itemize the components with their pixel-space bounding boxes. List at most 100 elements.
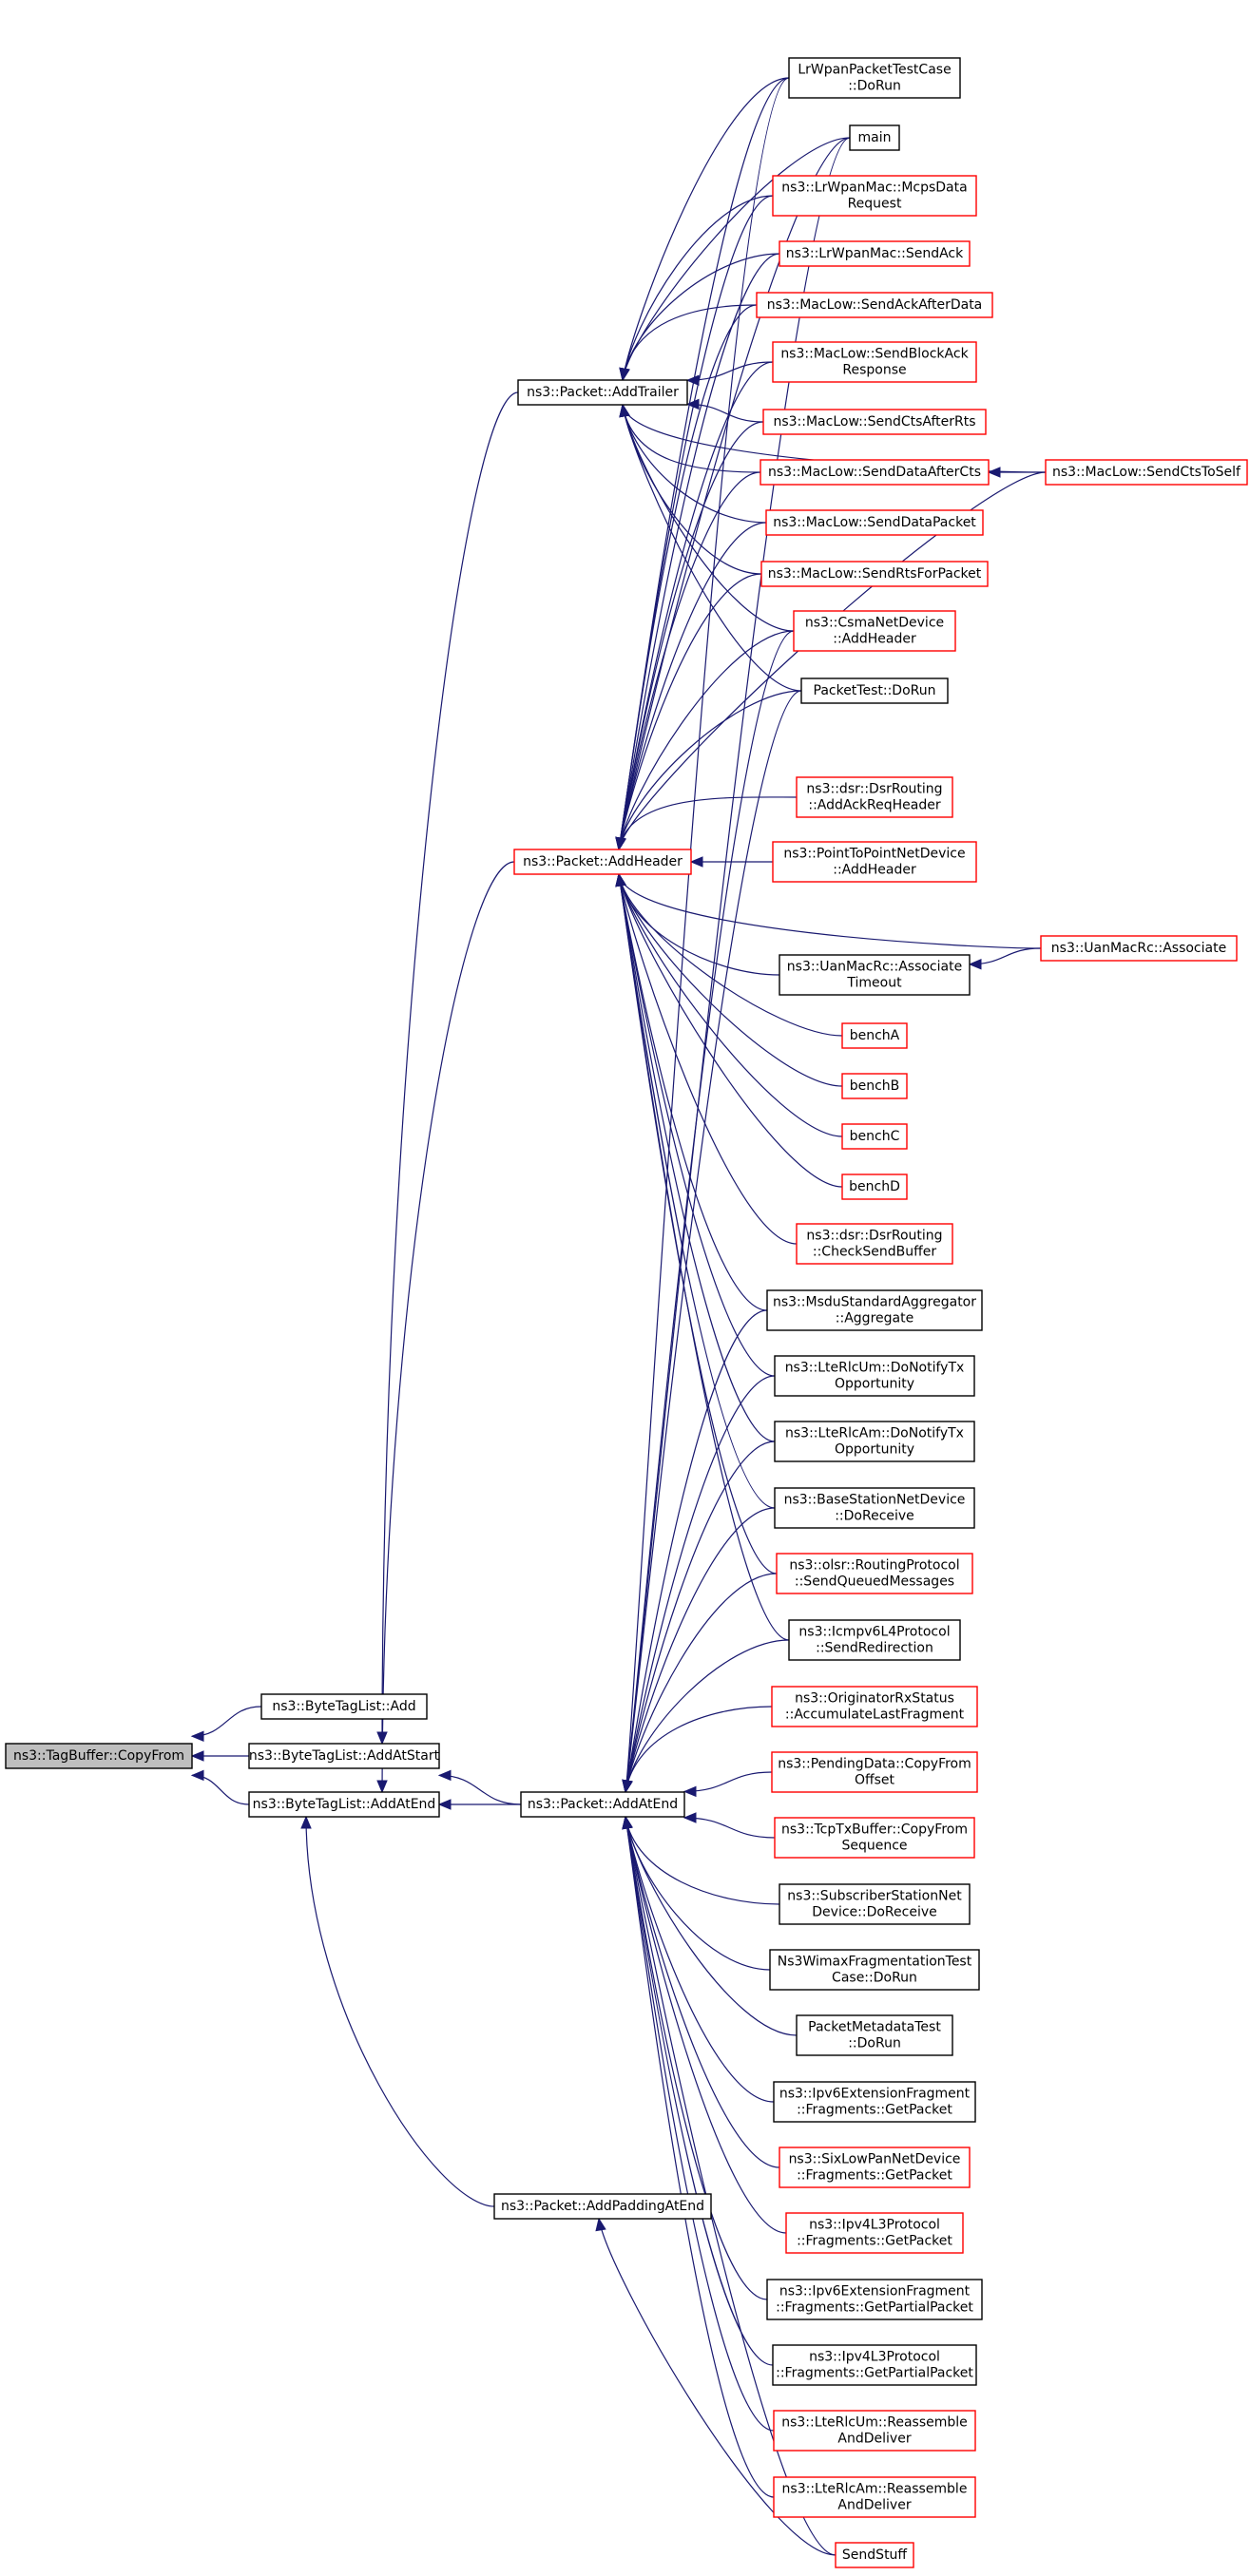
edge-sendctstoself-to-addtrailer-arrowhead [619, 403, 630, 418]
node-packettest[interactable]: PacketTest::DoRun [800, 677, 949, 704]
node-sendctstoself[interactable]: ns3::MacLow::SendCtsToSelf [1045, 459, 1248, 486]
node-ipv4l3-partial[interactable]: ns3::Ipv4L3Protocol::Fragments::GetParti… [772, 2344, 977, 2386]
edge-sendack_lrwpan-to-addheader [618, 253, 780, 850]
node-pktmetadatatest[interactable]: PacketMetadataTest::DoRun [796, 2014, 953, 2056]
node-label: ns3::dsr::DsrRouting [806, 782, 942, 797]
node-box [773, 2476, 976, 2518]
node-label: ::Fragments::GetPartialPacket [776, 2300, 973, 2316]
node-p2paddheader[interactable]: ns3::PointToPointNetDevice::AddHeader [772, 841, 977, 883]
node-addatend-btl[interactable]: ns3::ByteTagList::AddAtEnd [248, 1791, 440, 1818]
edge-packettest-to-addtrailer [622, 404, 802, 692]
node-add[interactable]: ns3::ByteTagList::Add [260, 1693, 428, 1720]
node-ipv6extfrag-partial[interactable]: ns3::Ipv6ExtensionFragment::Fragments::G… [766, 2279, 983, 2320]
node-label: Timeout [846, 976, 902, 991]
node-sendctsafterrts[interactable]: ns3::MacLow::SendCtsAfterRts [762, 409, 987, 435]
node-copyfrom[interactable]: ns3::TagBuffer::CopyFrom [5, 1743, 193, 1769]
node-uanassociate[interactable]: ns3::UanMacRc::Associate [1040, 935, 1238, 962]
node-box [1045, 459, 1248, 486]
edge-main-to-addheader [618, 137, 851, 850]
node-senddatapacket[interactable]: ns3::MacLow::SendDataPacket [765, 509, 984, 536]
node-addheader[interactable]: ns3::Packet::AddHeader [513, 849, 692, 875]
node-msduaggregate[interactable]: ns3::MsduStandardAggregator::Aggregate [766, 1289, 983, 1331]
edge-addheader-to-addatend_btl-arrowhead [376, 1780, 388, 1794]
node-box [762, 409, 987, 435]
node-sendackafterdata[interactable]: ns3::MacLow::SendAckAfterData [756, 292, 993, 318]
node-box [520, 1791, 685, 1818]
node-label: Case::DoRun [832, 1971, 917, 1986]
node-box [772, 2344, 977, 2386]
edge-add-to-copyfrom-arrowhead [190, 1730, 204, 1742]
edge-sendctstoself-to-senddataafterccts-arrowhead [987, 467, 1001, 478]
edge-csmaaddheader-to-addheader [618, 630, 795, 850]
node-ssnetdevice[interactable]: ns3::SubscriberStationNetDevice::DoRecei… [779, 1883, 971, 1925]
node-label: ns3::UanMacRc::Associate [1051, 941, 1226, 956]
node-sixlowpan[interactable]: ns3::SixLowPanNetDevice::Fragments::GetP… [779, 2147, 971, 2188]
node-label: ns3::Icmpv6L4Protocol [798, 1625, 950, 1640]
node-benchb[interactable]: benchB [841, 1073, 908, 1099]
node-box [769, 1949, 980, 1991]
node-icmpv6redirect[interactable]: ns3::Icmpv6L4Protocol::SendRedirection [788, 1619, 961, 1661]
edge-originatorrx-to-addatend_pkt [625, 1706, 773, 1793]
node-csmaaddheader[interactable]: ns3::CsmaNetDevice::AddHeader [793, 610, 956, 652]
node-bencha[interactable]: benchA [841, 1022, 908, 1049]
node-box [760, 459, 990, 486]
edge-benchd-to-addheader [618, 873, 843, 1188]
node-label: ns3::Ipv6ExtensionFragment [779, 2284, 971, 2299]
node-label: ns3::MacLow::SendAckAfterData [767, 297, 983, 313]
node-label: Device::DoReceive [812, 1905, 936, 1920]
node-addatstart[interactable]: ns3::ByteTagList::AddAtStart [248, 1743, 440, 1769]
node-originatorrx[interactable]: ns3::OriginatorRxStatus::AccumulateLastF… [771, 1686, 978, 1727]
node-box [260, 1693, 428, 1720]
node-label: ns3::SixLowPanNetDevice [789, 2152, 961, 2167]
node-label: ns3::CsmaNetDevice [805, 616, 944, 631]
node-olsrqueued[interactable]: ns3::olsr::RoutingProtocol::SendQueuedMe… [776, 1553, 973, 1594]
node-bsnetdevice[interactable]: ns3::BaseStationNetDevice::DoReceive [774, 1487, 975, 1529]
node-label: benchC [850, 1129, 900, 1144]
node-benchd[interactable]: benchD [841, 1174, 908, 1200]
node-lrwpantest[interactable]: LrWpanPacketTestCase::DoRun [788, 57, 961, 99]
edge-ipv6extfrag_get-to-addatend_pkt [625, 1816, 775, 2103]
edge-icmpv6redirect-to-addheader [618, 873, 790, 1641]
node-sendrtsforpacket[interactable]: ns3::MacLow::SendRtsForPacket [760, 561, 989, 587]
edge-benchb-to-addheader [618, 873, 843, 1087]
node-ipv6extfrag-get[interactable]: ns3::Ipv6ExtensionFragment::Fragments::G… [773, 2081, 976, 2123]
edge-msduaggregate-to-addatend_pkt [625, 1309, 768, 1793]
node-label: AndDeliver [837, 2432, 911, 2447]
node-label: ns3::MacLow::SendRtsForPacket [768, 566, 982, 582]
node-label: ns3::LteRlcUm::DoNotifyTx [785, 1361, 965, 1376]
edge-ipv4l3_get-to-addatend_pkt [625, 1816, 787, 2234]
node-label: ns3::LrWpanMac::McpsData [781, 181, 967, 196]
edge-pendingdata-to-addatend_pkt [683, 1771, 773, 1792]
node-ipv4l3-get[interactable]: ns3::Ipv4L3Protocol::Fragments::GetPacke… [785, 2212, 964, 2254]
node-dsrackreq[interactable]: ns3::dsr::DsrRouting::AddAckReqHeader [796, 776, 953, 818]
node-addatend-pkt[interactable]: ns3::Packet::AddAtEnd [520, 1791, 685, 1818]
node-label: ns3::TagBuffer::CopyFrom [13, 1748, 184, 1764]
node-box [766, 1289, 983, 1331]
node-addpaddingatend[interactable]: ns3::Packet::AddPaddingAtEnd [493, 2193, 712, 2220]
node-label: ns3::MsduStandardAggregator [773, 1295, 976, 1310]
node-label: ns3::BaseStationNetDevice [784, 1493, 966, 1508]
node-dsrchecksend[interactable]: ns3::dsr::DsrRouting::CheckSendBuffer [796, 1223, 953, 1265]
edge-msduaggregate-to-addheader [618, 873, 768, 1311]
node-main[interactable]: main [849, 124, 900, 151]
node-sendstuff[interactable]: SendStuff [835, 2542, 914, 2568]
node-senddataafterccts[interactable]: ns3::MacLow::SendDataAfterCts [760, 459, 990, 486]
node-sendack-lrwpan[interactable]: ns3::LrWpanMac::SendAck [779, 240, 971, 267]
node-benchc[interactable]: benchC [841, 1123, 908, 1150]
node-label: Offset [855, 1773, 895, 1788]
edge-dsrackreq-to-addheader [618, 796, 798, 850]
edge-uanassociate-to-uanassoctimeout-arrowhead [968, 959, 982, 970]
node-box [771, 1686, 978, 1727]
node-addtrailer[interactable]: ns3::Packet::AddTrailer [517, 379, 688, 406]
